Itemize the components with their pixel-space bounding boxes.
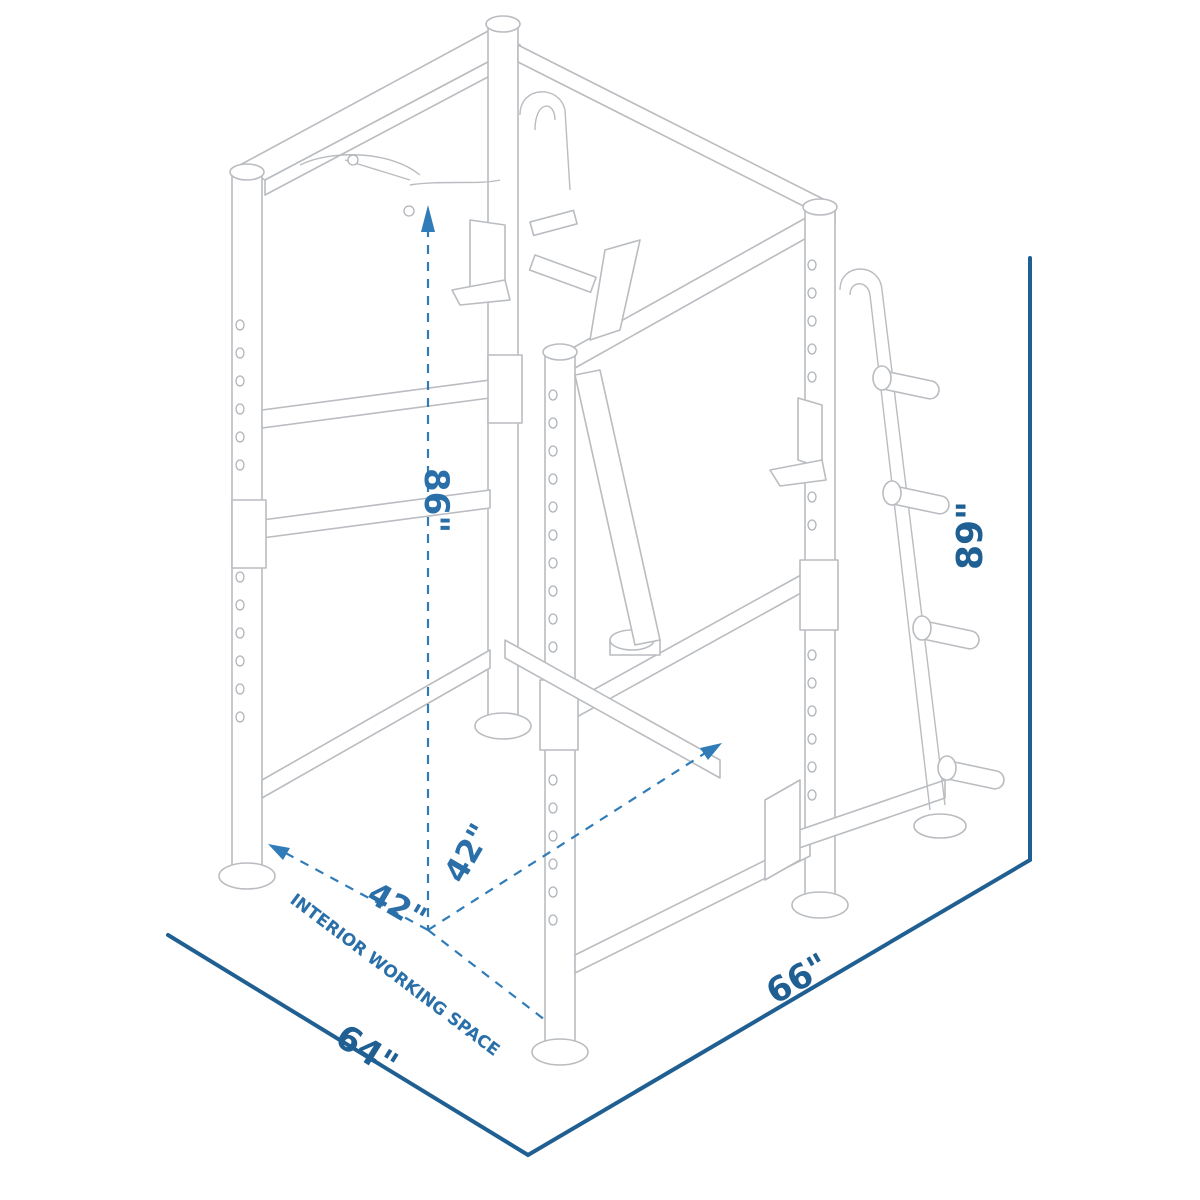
- rack-top-side-beam: [517, 44, 836, 369]
- arrow-right-icon: [700, 743, 722, 760]
- outer-dimension-outline: [166, 256, 1032, 1158]
- label-depth-outer: 66": [760, 946, 836, 1013]
- upright-holes-back-left: [235, 319, 245, 723]
- label-interior-depth: 42": [436, 817, 500, 889]
- interior-front-line: [427, 929, 546, 1021]
- outer-dimension-lines: [166, 256, 1032, 1158]
- arrow-left-icon: [268, 844, 290, 860]
- label-height-interior: 86": [416, 468, 456, 533]
- rack-front-frame: [504, 198, 946, 1066]
- interior-depth-line: [427, 749, 711, 931]
- interior-dimension-lines: [268, 205, 722, 1021]
- rear-plate-storage: [519, 91, 641, 341]
- arrow-up-icon: [421, 205, 435, 232]
- interior-width-line: [279, 849, 429, 931]
- upright-holes-front-left: [548, 389, 558, 926]
- upright-holes-front-right: [807, 259, 817, 801]
- rack-rear-frame: [218, 15, 532, 890]
- label-height-outer: 89": [950, 501, 991, 570]
- weight-plate-storage: [839, 268, 1005, 839]
